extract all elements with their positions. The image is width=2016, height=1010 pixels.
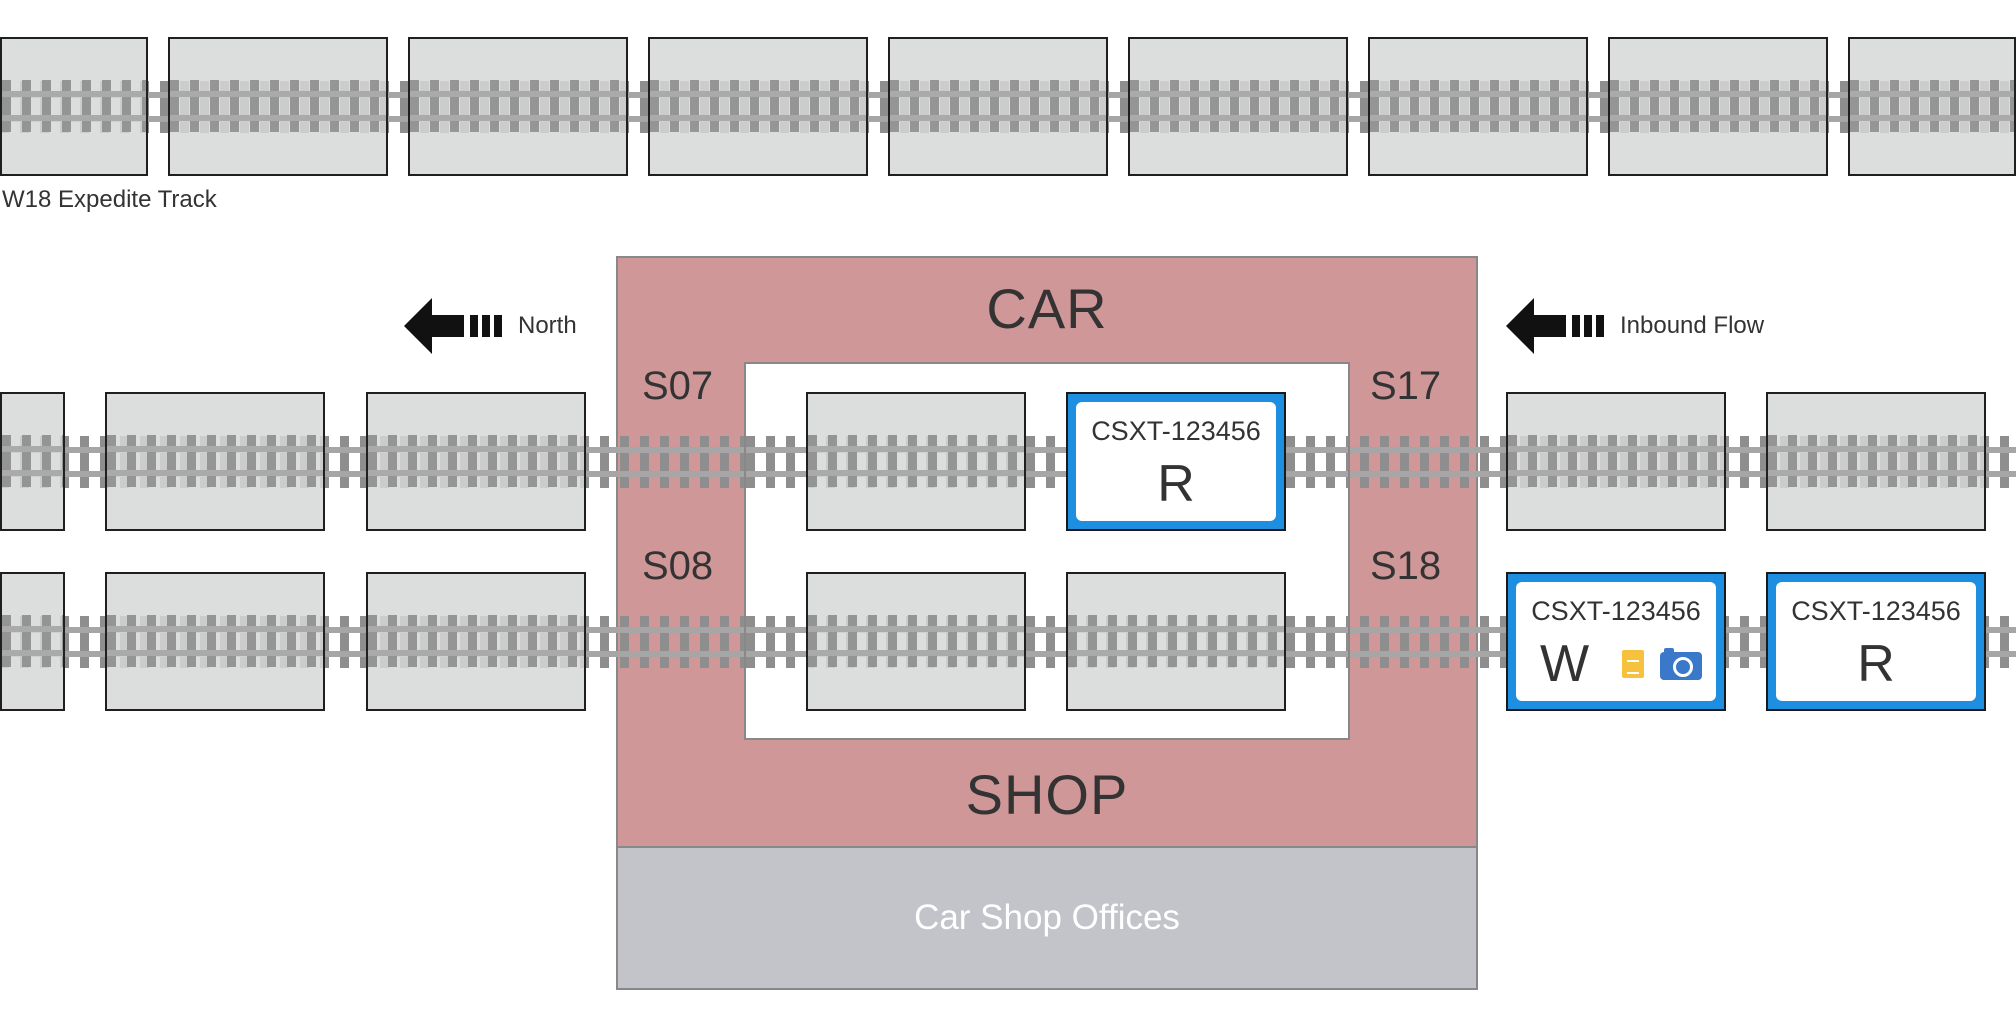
rail-segment	[890, 71, 1106, 141]
north-direction-indicator: North	[404, 298, 577, 354]
railcar-id: CSXT-123456	[1791, 596, 1961, 626]
railcar-s17[interactable]: CSXT-123456 R	[1066, 392, 1286, 531]
rail-segment	[1130, 71, 1346, 141]
spot-label-s17: S17	[1370, 364, 1442, 408]
expedite-slot-2[interactable]	[168, 37, 388, 176]
offices-label: Car Shop Offices	[914, 898, 1180, 937]
rail-segment	[650, 71, 866, 141]
arrow-bar	[470, 315, 478, 337]
rail-segment	[2, 426, 63, 496]
railcar-s18-2[interactable]: CSXT-123456 R	[1766, 572, 1986, 711]
rail-segment	[107, 606, 323, 676]
car-shop-title-top: CAR	[986, 277, 1108, 340]
expedite-slot-3[interactable]	[408, 37, 628, 176]
left-arrow-icon	[1506, 298, 1606, 354]
arrow-shaft	[430, 315, 464, 337]
rail-segment	[410, 71, 626, 141]
expedite-slot-4[interactable]	[648, 37, 868, 176]
railcar-status: R	[1857, 635, 1895, 693]
arrow-head	[1506, 298, 1534, 354]
south-slot-upper-2[interactable]	[1766, 392, 1986, 531]
arrow-head	[404, 298, 432, 354]
railcar-card: CSXT-123456 W	[1516, 582, 1716, 701]
arrow-bar	[1596, 315, 1604, 337]
rail-segment	[2, 71, 146, 141]
rail-segment	[808, 426, 1024, 496]
rail-segment	[170, 71, 386, 141]
north-label: North	[518, 312, 577, 339]
rail-segment	[1370, 71, 1586, 141]
arrow-bar	[1584, 315, 1592, 337]
north-slot-lower-2[interactable]	[105, 572, 325, 711]
railcar-status: W	[1540, 635, 1590, 693]
rail-segment	[1610, 71, 1826, 141]
rail-segment	[2, 606, 63, 676]
spot-label-s07: S07	[642, 364, 714, 408]
expedite-slot-7[interactable]	[1368, 37, 1588, 176]
railcar-card: CSXT-123456 R	[1076, 402, 1276, 521]
car-shop-offices[interactable]: Car Shop Offices	[616, 846, 1478, 990]
south-slot-upper-1[interactable]	[1506, 392, 1726, 531]
north-slot-lower-3[interactable]	[366, 572, 586, 711]
camera-icon[interactable]	[1660, 648, 1702, 680]
spot-label-s18: S18	[1370, 544, 1442, 588]
rail-segment	[107, 426, 323, 496]
inbound-flow-label: Inbound Flow	[1620, 312, 1765, 339]
expedite-slot-8[interactable]	[1608, 37, 1828, 176]
north-slot-upper-3[interactable]	[366, 392, 586, 531]
north-slot-upper-2[interactable]	[105, 392, 325, 531]
arrow-bar	[1572, 315, 1580, 337]
railcar-card: CSXT-123456 R	[1776, 582, 1976, 701]
expedite-slot-5[interactable]	[888, 37, 1108, 176]
left-arrow-icon	[404, 298, 504, 354]
rail-segment	[368, 606, 584, 676]
arrow-shaft	[1532, 315, 1566, 337]
car-shop-title-bottom: SHOP	[965, 763, 1129, 826]
expedite-slot-6[interactable]	[1128, 37, 1348, 176]
rail-segment	[1508, 426, 1724, 496]
expedite-slot-9[interactable]	[1848, 37, 2016, 176]
railcar-status: R	[1157, 455, 1195, 513]
arrow-bar	[494, 315, 502, 337]
rail-segment	[808, 606, 1024, 676]
north-slot-lower-1[interactable]	[0, 572, 65, 711]
rail-segment	[1850, 71, 2014, 141]
expedite-slot-1[interactable]	[0, 37, 148, 176]
rail-segment	[1768, 426, 1984, 496]
rail-segment	[1068, 606, 1284, 676]
spot-label-s08: S08	[642, 544, 714, 588]
shop-slot-upper-1[interactable]	[806, 392, 1026, 531]
shop-slot-lower-2[interactable]	[1066, 572, 1286, 711]
document-icon[interactable]	[1622, 650, 1644, 678]
railcar-id: CSXT-123456	[1091, 416, 1261, 446]
inbound-flow-indicator: Inbound Flow	[1506, 298, 1764, 354]
shop-slot-lower-1[interactable]	[806, 572, 1026, 711]
railcar-id: CSXT-123456	[1531, 596, 1701, 626]
rail-segment	[368, 426, 584, 496]
railcar-s18-1[interactable]: CSXT-123456 W	[1506, 572, 1726, 711]
arrow-bar	[482, 315, 490, 337]
expedite-track-label: W18 Expedite Track	[2, 186, 217, 213]
north-slot-upper-1[interactable]	[0, 392, 65, 531]
